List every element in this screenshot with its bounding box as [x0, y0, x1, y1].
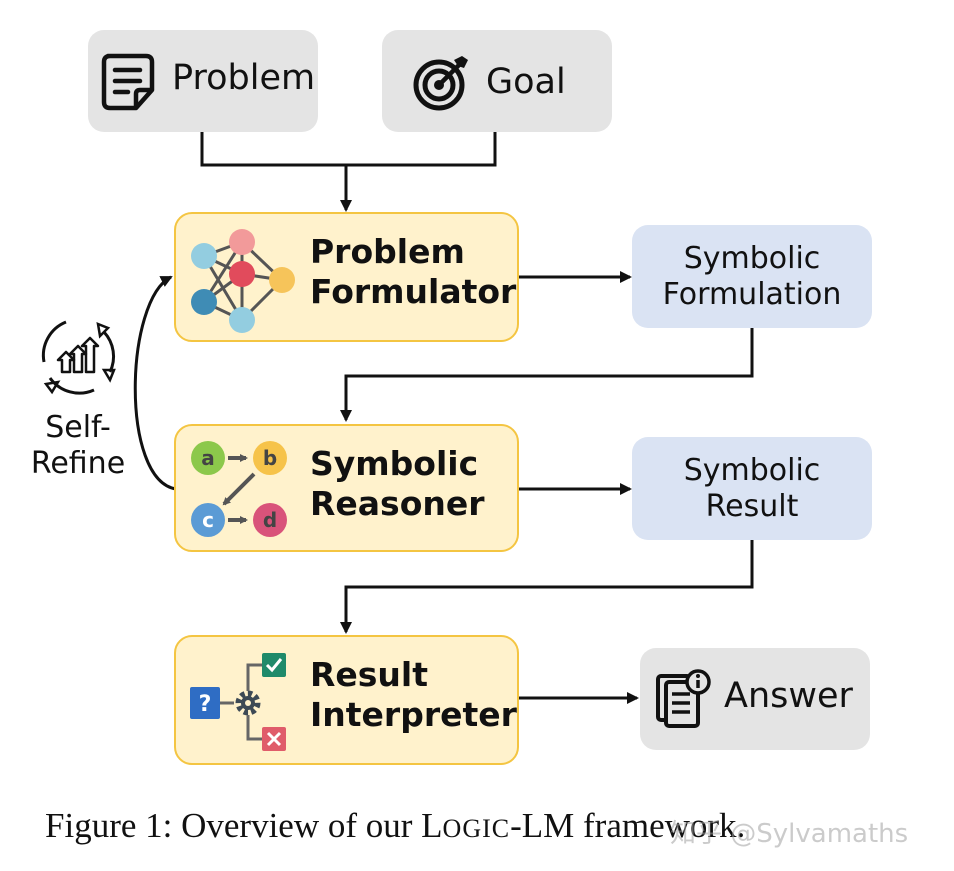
symbolic-formulation-line2: Formulation [662, 276, 842, 312]
caption-suffix: -LM framework. [510, 806, 746, 845]
problem-formulator-line1: Problem [310, 232, 465, 271]
problem-formulator-line2: Formulator [310, 271, 517, 311]
symbolic-formulation-label: Symbolic Formulation [632, 241, 872, 313]
symbolic-reasoner-box: a b c d Symbolic Reasoner [174, 424, 519, 552]
watermark: 知乎 @Sylvamaths [670, 819, 909, 849]
report-info-icon [656, 669, 711, 728]
figure-caption: Figure 1: Overview of our LOGIC-LM frame… [0, 806, 954, 846]
symbolic-result-label: Symbolic Result [632, 453, 872, 525]
target-icon [413, 56, 468, 111]
symbolic-formulation-line1: Symbolic [683, 240, 821, 276]
result-interpreter-line2: Interpreter [310, 694, 517, 734]
symbolic-reasoner-line2: Reasoner [310, 483, 485, 523]
symbolic-reasoner-label: Symbolic Reasoner [310, 444, 485, 523]
result-interpreter-box: ? Result Interpreter [174, 635, 519, 765]
self-refine-line1: Self- [45, 410, 111, 445]
reasoning-graph-icon: a b c d [191, 441, 287, 537]
node-c-letter: c [202, 508, 214, 532]
self-refine-icon [41, 320, 116, 395]
arrow-formulation-to-reasoner [340, 328, 754, 422]
self-refine-line2: Refine [30, 446, 126, 481]
problem-label: Problem [172, 58, 316, 98]
result-interpreter-line1: Result [310, 655, 429, 694]
node-b-letter: b [263, 446, 277, 470]
caption-smallcaps: OGIC [442, 814, 511, 843]
problem-formulator-box: Problem Formulator [174, 212, 519, 342]
symbolic-reasoner-line1: Symbolic [310, 444, 479, 483]
arrow-self-refine [133, 275, 177, 491]
problem-box: Problem [88, 30, 318, 132]
goal-box: Goal [382, 30, 612, 132]
self-refine-label: Self- Refine [28, 410, 128, 482]
document-icon [101, 53, 155, 111]
answer-label: Answer [724, 676, 853, 716]
result-interpreter-label: Result Interpreter [310, 655, 517, 734]
caption-prefix: Figure 1: Overview of our L [45, 806, 443, 845]
symbolic-formulation-box: Symbolic Formulation [632, 225, 872, 328]
arrow-problem-goal-to-formulator [200, 132, 497, 210]
answer-box: Answer [640, 648, 870, 750]
interpreter-icon: ? [190, 653, 286, 751]
problem-formulator-label: Problem Formulator [310, 232, 516, 311]
node-a-letter: a [201, 446, 215, 470]
symbolic-result-line1: Symbolic [683, 452, 821, 488]
arrow-result-to-interpreter [340, 540, 754, 634]
svg-text:?: ? [199, 692, 212, 717]
node-d-letter: d [263, 508, 277, 532]
symbolic-result-line2: Result [705, 488, 799, 524]
symbolic-result-box: Symbolic Result [632, 437, 872, 540]
neural-network-icon [191, 229, 295, 333]
goal-label: Goal [486, 62, 566, 102]
